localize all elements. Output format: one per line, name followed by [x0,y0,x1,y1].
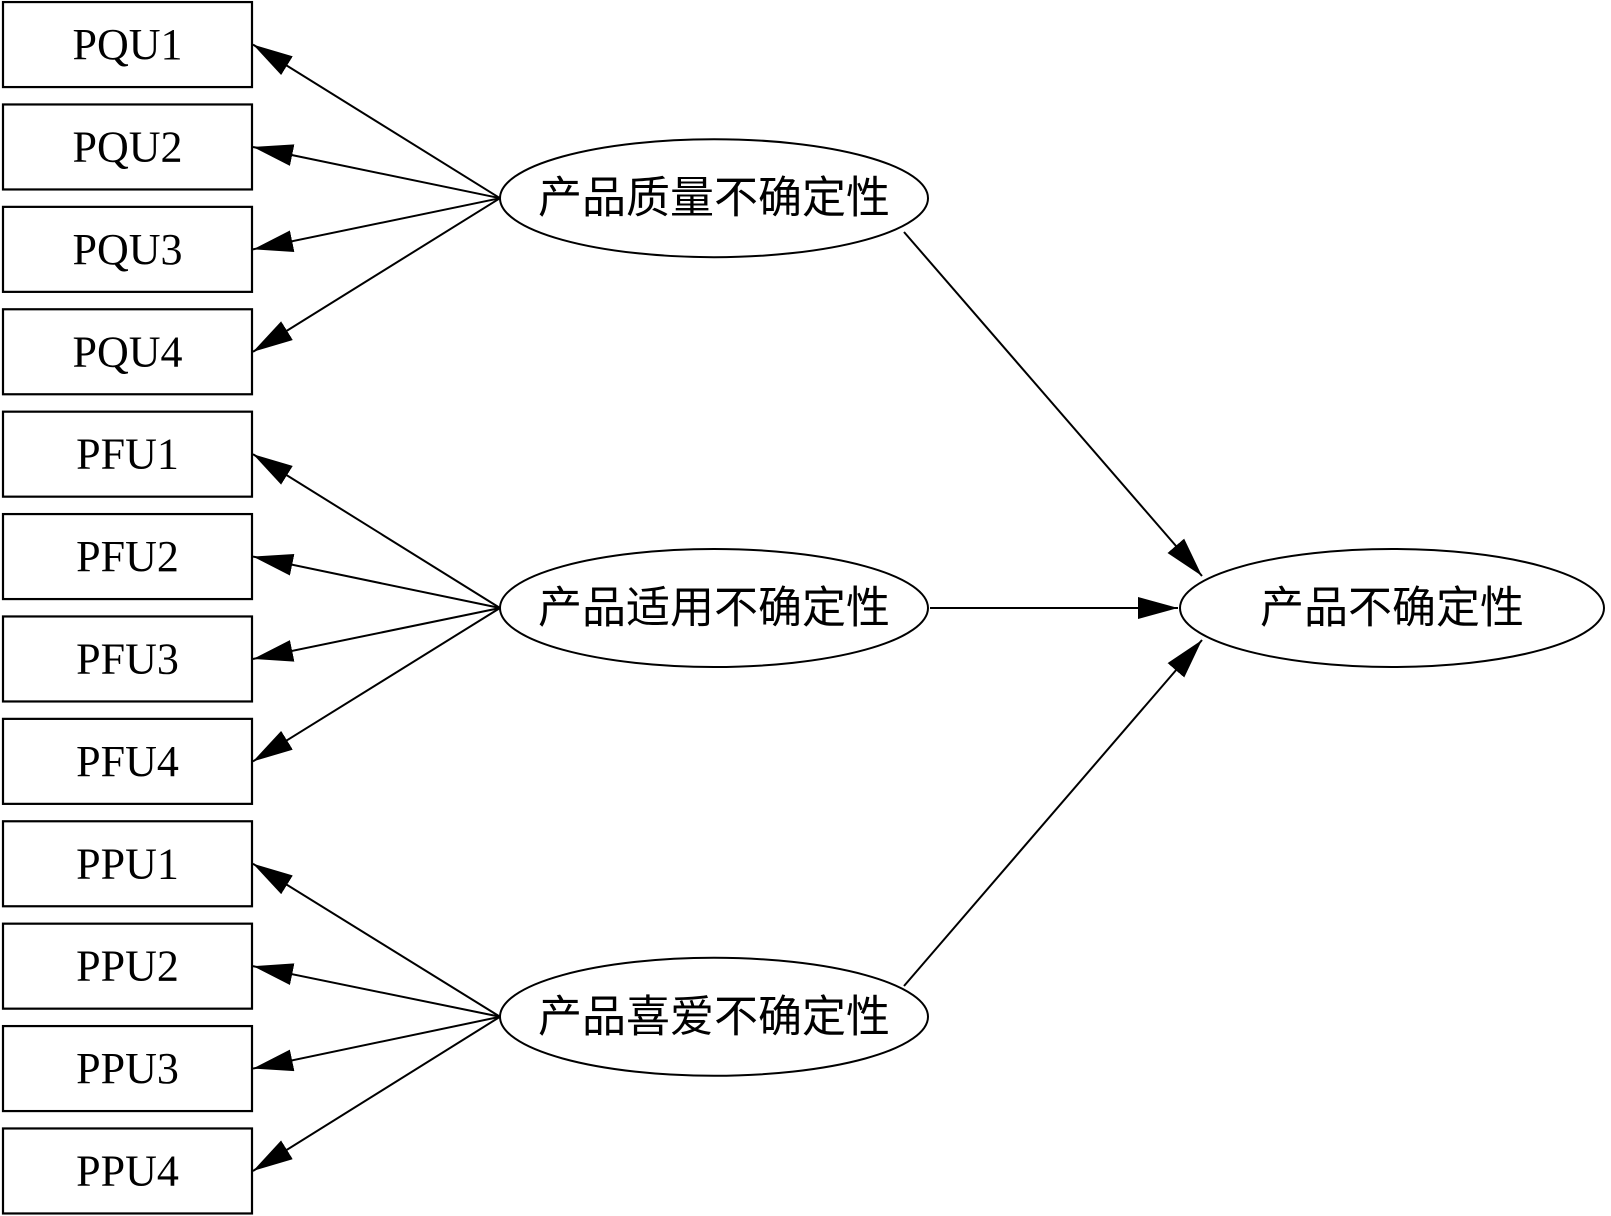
indicator-node-pfu2: PFU2 [1,512,254,601]
indicator-box [1,205,254,293]
loading-arrow-ppu4 [252,1015,501,1172]
factor-label: 产品适用不确定性 [538,584,890,633]
loading-arrow-pfu1 [252,453,501,609]
factor-label: 产品喜爱不确定性 [538,992,890,1041]
loading-arrow-ppu1 [252,862,501,1018]
outcome-ellipse [1179,548,1605,668]
outcome-label: 产品不确定性 [1260,584,1524,633]
indicator-label: PPU3 [76,1044,179,1093]
indicator-box [1,922,254,1010]
indicator-node-pfu3: PFU3 [1,615,254,703]
indicator-node-ppu4: PPU4 [1,1127,254,1215]
indicator-label: PQU4 [72,327,182,376]
indicator-box [1,0,254,89]
factor-ellipse [499,138,929,259]
factor-node-2: 产品适用不确定性 [499,548,929,668]
factor-ellipse [499,548,929,668]
factor-node-1: 产品质量不确定性 [499,138,929,259]
indicator-label: PPU1 [76,839,179,888]
loading-arrow-pqu2 [252,144,501,200]
indicator-node-ppu3: PPU3 [1,1024,254,1113]
indicator-node-pqu2: PQU2 [1,103,254,191]
indicator-label: PFU1 [76,430,179,479]
loading-arrow-pfu4 [252,607,501,763]
indicator-box [1,615,254,703]
indicator-box [1,1024,254,1113]
indicator-node-ppu1: PPU1 [1,820,254,908]
loading-arrow-pfu3 [252,607,501,662]
indicator-node-ppu2: PPU2 [1,922,254,1010]
loading-arrow-pqu3 [252,197,501,253]
indicator-node-pqu3: PQU3 [1,205,254,293]
indicator-label: PPU2 [76,942,179,991]
loading-arrow-pqu4 [252,197,501,353]
indicator-label: PQU2 [72,122,182,171]
indicator-label: PPU4 [76,1146,179,1195]
factor-ellipse [499,956,929,1077]
indicator-label: PQU3 [72,225,182,274]
indicator-node-pfu1: PFU1 [1,410,254,498]
indicator-node-pfu4: PFU4 [1,717,254,805]
edges-layer [252,43,1203,1172]
indicator-label: PFU2 [76,532,179,581]
indicator-box [1,1127,254,1215]
loading-arrow-ppu2 [252,963,501,1018]
path-arrow-factor-1-to-outcome [903,231,1203,577]
factor-label: 产品质量不确定性 [538,174,890,223]
indicator-box [1,410,254,498]
indicator-label: PFU4 [76,737,179,786]
indicator-label: PQU1 [72,20,182,69]
loading-arrow-pqu1 [252,43,501,200]
outcome-node: 产品不确定性 [1179,548,1605,668]
loading-arrow-ppu3 [252,1015,501,1072]
loading-arrow-pfu2 [252,553,501,609]
factor-node-3: 产品喜爱不确定性 [499,956,929,1077]
path-arrow-factor-3-to-outcome [903,639,1203,987]
indicator-box [1,717,254,805]
indicator-label: PFU3 [76,634,179,683]
indicator-box [1,512,254,601]
indicator-box [1,308,254,396]
indicator-box [1,103,254,191]
indicator-box [1,820,254,908]
indicator-node-pqu4: PQU4 [1,308,254,396]
indicator-node-pqu1: PQU1 [1,0,254,89]
